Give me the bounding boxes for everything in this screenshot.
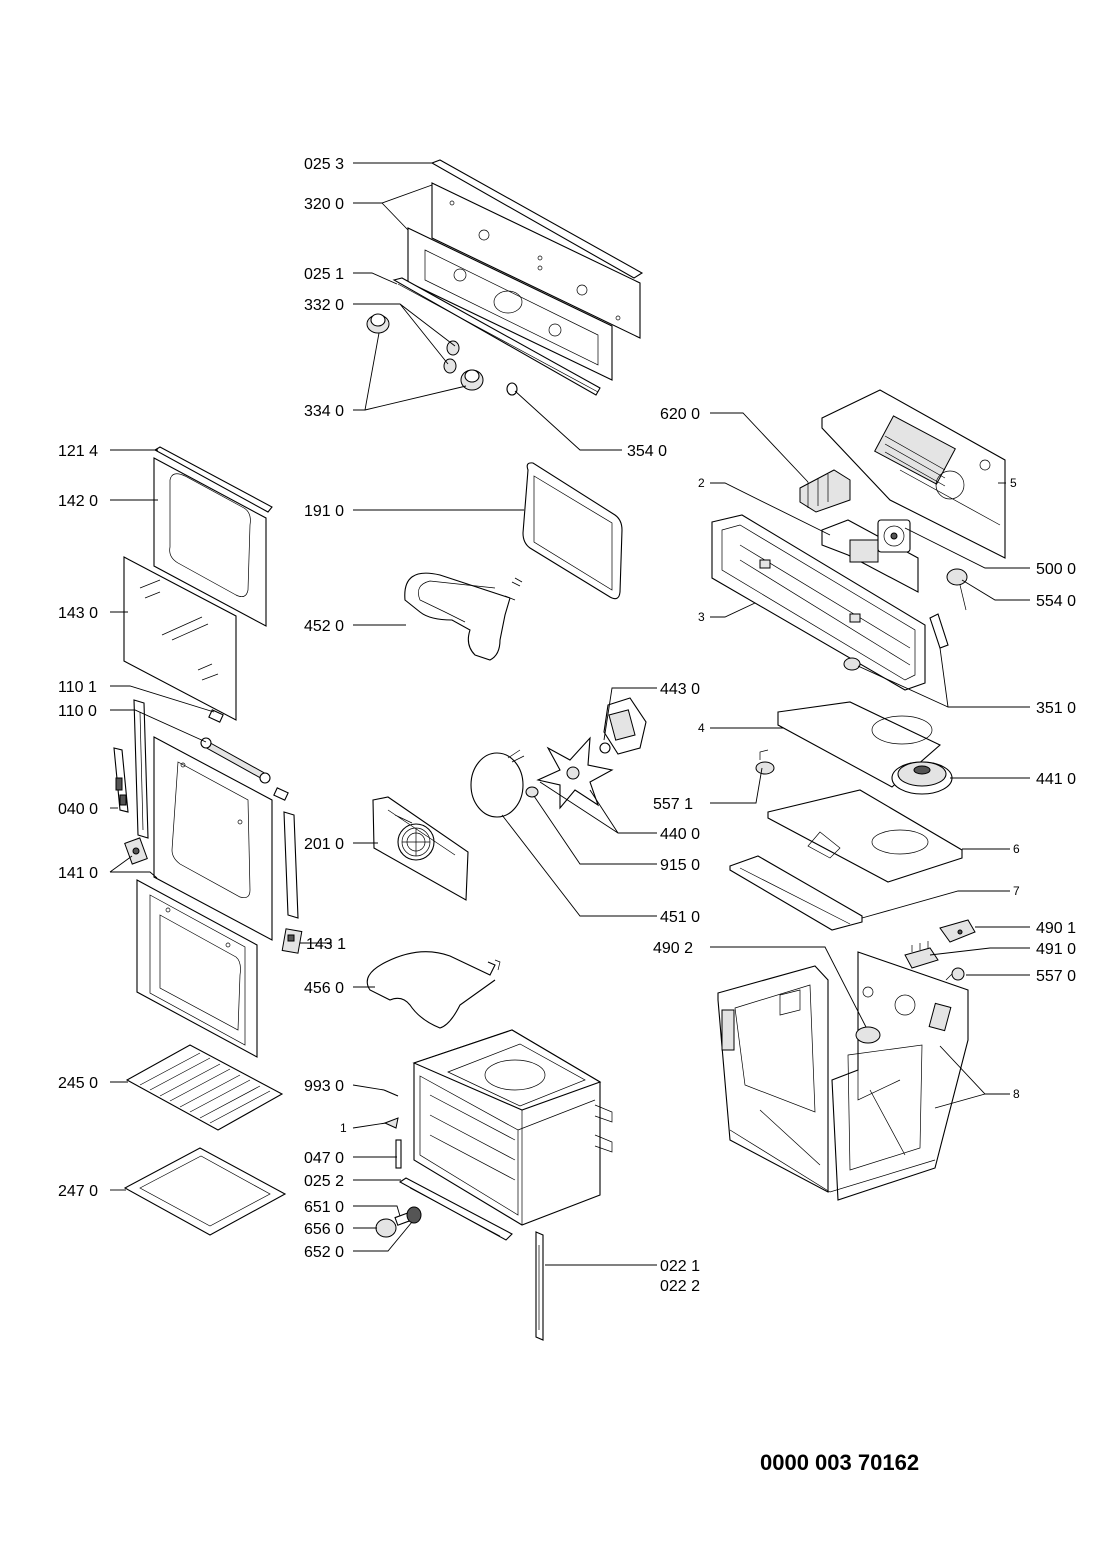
part-label: 441 0 xyxy=(1036,771,1076,788)
part-label: 351 0 xyxy=(1036,700,1076,717)
door-frame-part xyxy=(200,709,289,801)
part-label: 245 0 xyxy=(58,1075,98,1092)
leader-lines xyxy=(109,162,1030,1266)
part-label: 652 0 xyxy=(304,1244,344,1261)
part-label: 047 0 xyxy=(304,1150,344,1167)
part-label: 557 0 xyxy=(1036,968,1076,985)
part-label: 025 1 xyxy=(304,266,344,283)
part-label: 443 0 xyxy=(660,681,700,698)
part-label: 656 0 xyxy=(304,1221,344,1238)
terminal-block-part xyxy=(904,941,939,969)
part-label: 490 1 xyxy=(1036,920,1076,937)
part-label: 8 xyxy=(1013,1087,1020,1101)
bottom-rail-part xyxy=(398,1177,513,1241)
part-label: 191 0 xyxy=(304,503,344,520)
part-label: 2 xyxy=(698,476,705,490)
part-label: 141 0 xyxy=(58,865,98,882)
part-label: 121 4 xyxy=(58,443,98,460)
side-rail-part xyxy=(535,1231,544,1341)
thermal-fuse-part xyxy=(945,967,965,981)
part-label: 143 0 xyxy=(58,605,98,622)
part-label: 554 0 xyxy=(1036,593,1076,610)
part-label: 1 xyxy=(340,1121,347,1135)
part-label: 201 0 xyxy=(304,836,344,853)
part-label: 620 0 xyxy=(660,406,700,423)
control-panel-front-part xyxy=(431,182,641,339)
part-number-labels: 025 3 320 0 025 1 332 0 334 0 354 0 620 … xyxy=(58,156,1076,1295)
door-side-rail-left-part xyxy=(133,699,149,839)
part-label: 332 0 xyxy=(304,297,344,314)
part-label: 500 0 xyxy=(1036,561,1076,578)
part-label: 022 1 xyxy=(660,1258,700,1275)
wire-shelf-part xyxy=(125,1044,284,1131)
part-label: 025 2 xyxy=(304,1173,344,1190)
outer-casing-part xyxy=(717,951,969,1201)
hinge-part xyxy=(113,747,129,813)
part-label: 320 0 xyxy=(304,196,344,213)
part-label: 142 0 xyxy=(58,493,98,510)
hinge-block-part xyxy=(281,928,303,954)
part-label: 5 xyxy=(1010,476,1017,490)
part-label: 334 0 xyxy=(304,403,344,420)
part-label: 3 xyxy=(698,610,705,624)
fan-blade-part xyxy=(536,736,614,810)
control-board-part xyxy=(821,519,919,593)
part-label: 452 0 xyxy=(304,618,344,635)
part-label: 7 xyxy=(1013,884,1020,898)
lower-element-part xyxy=(366,951,501,1029)
door-outer-glass-part xyxy=(153,457,267,627)
part-label: 491 0 xyxy=(1036,941,1076,958)
panel-rail-part xyxy=(392,277,601,396)
part-label: 6 xyxy=(1013,842,1020,856)
part-label: 651 0 xyxy=(304,1199,344,1216)
part-label: 451 0 xyxy=(660,909,700,926)
oven-cavity-part xyxy=(412,1029,613,1226)
switch-490-1-part xyxy=(939,919,976,943)
part-label: 040 0 xyxy=(58,801,98,818)
fan-motor-part xyxy=(599,697,647,755)
part-label: 354 0 xyxy=(627,443,667,460)
insulation-top-part xyxy=(767,789,963,883)
transformer-part xyxy=(799,469,851,513)
tangential-fan-part xyxy=(891,761,953,795)
control-frame-part xyxy=(711,514,926,691)
part-label: 025 3 xyxy=(304,156,344,173)
inner-glass-part xyxy=(123,556,237,721)
part-label: 456 0 xyxy=(304,980,344,997)
control-panel-back-part xyxy=(407,227,613,381)
part-label: 143 1 xyxy=(306,936,346,953)
thermal-cutout-part xyxy=(755,749,775,775)
part-label: 557 1 xyxy=(653,796,693,813)
part-label: 490 2 xyxy=(653,940,693,957)
part-label: 993 0 xyxy=(304,1078,344,1095)
part-label: 4 xyxy=(698,721,705,735)
part-label: 110 0 xyxy=(58,703,97,720)
part-label: 247 0 xyxy=(58,1183,98,1200)
cooling-fan-part xyxy=(877,519,911,553)
part-label: 440 0 xyxy=(660,826,700,843)
document-code: 0000 003 70162 xyxy=(760,1450,920,1475)
door-middle-panel-part xyxy=(153,736,273,941)
thermostat-part xyxy=(929,568,968,649)
fan-cover-part xyxy=(372,796,469,901)
door-inner-panel-part xyxy=(136,879,258,1058)
grill-element-part xyxy=(404,572,523,661)
door-top-profile-part xyxy=(153,446,273,513)
part-label: 022 2 xyxy=(660,1278,700,1295)
small-fixings-part xyxy=(383,1089,402,1169)
part-label: 915 0 xyxy=(660,857,700,874)
door-seal-part xyxy=(522,462,623,600)
part-label: 110 1 xyxy=(58,679,97,696)
control-knobs-part xyxy=(366,313,518,396)
rear-cover-part xyxy=(821,389,1006,559)
bottom-plate-part xyxy=(729,855,863,931)
baking-tray-part xyxy=(123,1147,287,1236)
ring-element-part xyxy=(470,749,539,818)
panel-strip-part xyxy=(430,159,644,279)
